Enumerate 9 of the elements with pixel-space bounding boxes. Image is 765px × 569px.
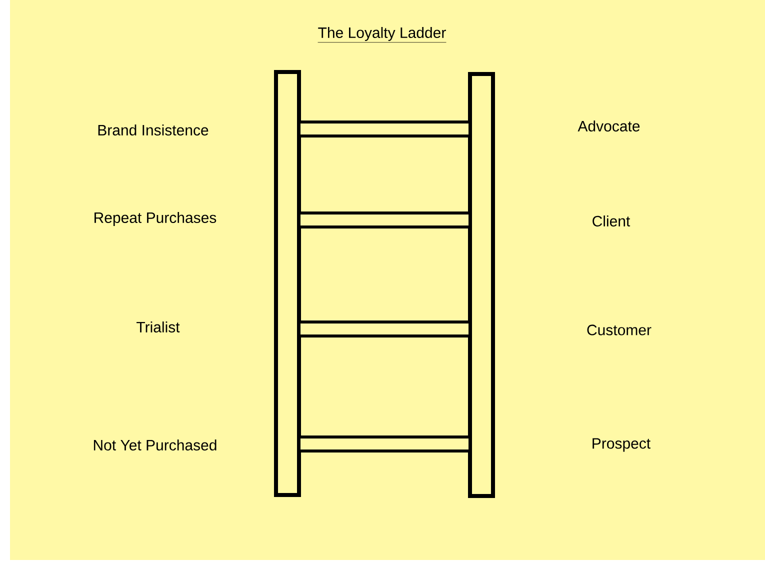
stage-label: Trialist: [136, 321, 180, 332]
stage-label: Not Yet Purchased: [94, 439, 216, 450]
stage-label: Prospect: [592, 438, 650, 452]
stage-label: Client: [592, 215, 630, 226]
stage-label: Repeat Purchases: [94, 212, 216, 226]
stage-label: Advocate: [578, 120, 640, 132]
title: The Loyalty Ladder: [318, 27, 446, 43]
stage-label: Customer: [587, 324, 652, 336]
stage-label: Brand Insistence: [98, 124, 208, 136]
